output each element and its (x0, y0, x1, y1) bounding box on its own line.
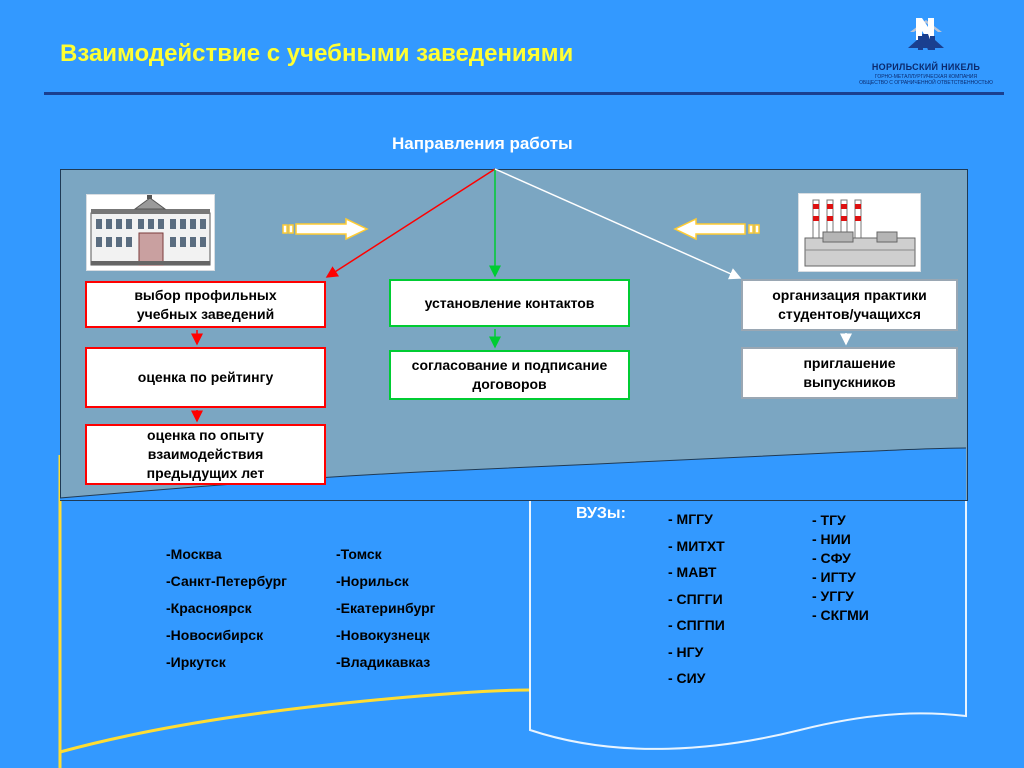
box-experience-assessment: оценка по опыту взаимодействия предыдущи… (85, 424, 326, 485)
box-sign-agreements: согласование и подписание договоров (389, 350, 630, 400)
university-item: - СПГГИ (668, 590, 723, 607)
slide-title: Взаимодействие с учебными заведениями (60, 40, 574, 67)
factory-icon (799, 194, 920, 271)
factory-picture (798, 193, 921, 272)
university-item: - СИУ (668, 670, 706, 686)
city-item: -Новосибирск (166, 627, 264, 643)
university-item: - МГГУ (668, 511, 713, 527)
directions-heading: Направления работы (392, 134, 573, 153)
universities-label: ВУЗы: (576, 505, 626, 522)
arrow-to-left-column (325, 168, 496, 278)
box-organize-practice: организация практики студентов/учащихся (741, 279, 958, 331)
university-item: - СПГПИ (668, 617, 725, 633)
block-arrow-left (673, 217, 760, 241)
universities-list-1: - МГГУ - МИТХТ - МАВТ - СПГГИ - СПГПИ - … (668, 511, 725, 697)
university-picture (86, 194, 215, 271)
logo-name: НОРИЛЬСКИЙ НИКЕЛЬ (871, 62, 981, 72)
city-item: -Санкт-Петербург (166, 573, 288, 589)
norilsk-nickel-logo-icon (908, 18, 944, 50)
university-item: - НГУ (668, 643, 704, 660)
city-item: -Красноярск (166, 600, 252, 616)
arrow-to-right-column (494, 168, 742, 280)
university-item: - МАВТ (668, 564, 717, 580)
box-invite-graduates: приглашение выпускников (741, 347, 958, 399)
box-establish-contacts: установление контактов (389, 279, 630, 327)
universities-list-2: - ТГУ - НИИ - СФУ - ИГТУ - УГГУ - СКГМИ (812, 512, 869, 626)
city-item: -Новокузнецк (336, 627, 430, 643)
title-divider (44, 92, 1004, 95)
university-item: - СКГМИ (812, 607, 869, 623)
university-item: - НИИ (812, 531, 851, 547)
city-item: -Екатеринбург (336, 600, 436, 616)
university-building-icon (90, 195, 211, 266)
city-item: -Томск (336, 546, 382, 562)
city-item: -Владикавказ (336, 654, 431, 670)
cities-list-1: -Москва -Санкт-Петербург -Красноярск -Но… (166, 546, 287, 681)
box-rating-assessment: оценка по рейтингу (85, 347, 326, 408)
city-item: -Иркутск (166, 654, 226, 670)
university-item: - ИГТУ (812, 569, 856, 585)
city-item: -Москва (166, 546, 222, 562)
university-item: - ТГУ (812, 512, 846, 528)
block-arrow-right (282, 217, 369, 241)
university-item: - МИТХТ (668, 537, 725, 554)
university-item: - УГГУ (812, 588, 854, 604)
university-item: - СФУ (812, 550, 851, 566)
company-logo: НОРИЛЬСКИЙ НИКЕЛЬ ГОРНО-МЕТАЛЛУРГИЧЕСКАЯ… (858, 14, 994, 88)
city-item: -Норильск (336, 573, 409, 589)
box-select-institutions: выбор профильных учебных заведений (85, 281, 326, 328)
cities-list-2: -Томск -Норильск -Екатеринбург -Новокузн… (336, 546, 436, 681)
logo-subtitle: ГОРНО-МЕТАЛЛУРГИЧЕСКАЯ КОМПАНИЯ ОБЩЕСТВО… (859, 74, 993, 86)
